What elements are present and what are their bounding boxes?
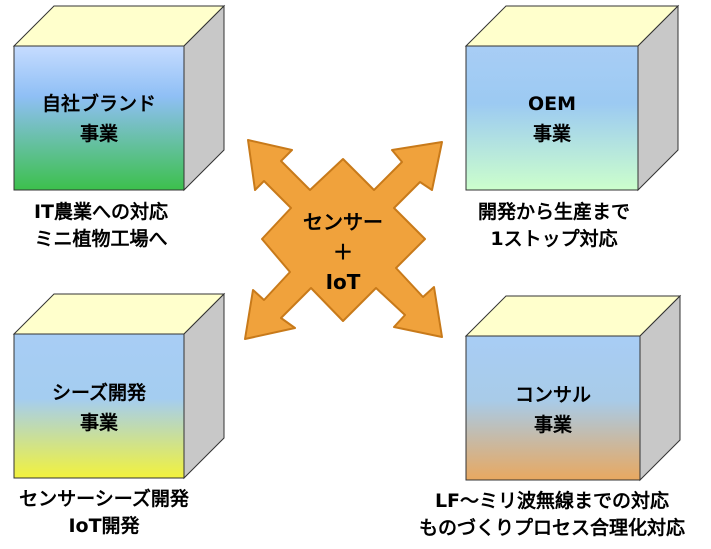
box-consul-title: コンサル: [515, 384, 591, 406]
box-consul: コンサル 事業: [464, 294, 682, 482]
caption-seeds-line2: IoT開発: [68, 515, 140, 537]
box-consul-front: [465, 335, 641, 481]
caption-brand-line2: ミニ植物工場へ: [34, 228, 168, 250]
caption-brand: IT農業への対応 ミニ植物工場へ: [16, 199, 186, 253]
box-consul-subtitle: 事業: [534, 413, 573, 436]
box-brand-subtitle: 事業: [80, 122, 119, 145]
caption-consul: LF～ミリ波無線までの対応 ものづくりプロセス合理化対応: [398, 488, 706, 542]
box-brand-front: [13, 45, 185, 191]
caption-oem: 開発から生産まで 1ストップ対応: [454, 199, 654, 253]
caption-seeds-line1: センサーシーズ開発: [19, 488, 189, 510]
box-oem-front: [465, 45, 639, 191]
caption-brand-line1: IT農業への対応: [33, 201, 169, 223]
box-oem-subtitle: 事業: [533, 122, 572, 145]
caption-consul-line2: ものづくりプロセス合理化対応: [418, 517, 685, 539]
box-seeds-title: シーズ開発: [52, 381, 147, 404]
caption-oem-line2: 1ストップ対応: [490, 228, 618, 250]
box-brand-title: 自社ブランド: [42, 92, 156, 115]
box-brand: 自社ブランド 事業: [12, 4, 226, 192]
center-label-line3: IoT: [326, 270, 361, 294]
box-oem: OEM 事業: [464, 4, 680, 192]
caption-consul-line1: LF～ミリ波無線までの対応: [434, 490, 670, 512]
box-oem-title: OEM: [528, 93, 576, 115]
center-label-line1: センサー: [303, 210, 383, 234]
four-way-arrow: センサー ＋ IoT: [244, 139, 443, 340]
caption-oem-line1: 開発から生産まで: [477, 201, 630, 223]
box-seeds-front: [13, 333, 185, 479]
arrow-shape: [244, 139, 443, 340]
box-seeds-subtitle: 事業: [80, 411, 119, 434]
caption-seeds: センサーシーズ開発 IoT開発: [4, 486, 204, 540]
box-seeds: シーズ開発 事業: [12, 292, 226, 480]
center-label-line2: ＋: [333, 240, 353, 264]
